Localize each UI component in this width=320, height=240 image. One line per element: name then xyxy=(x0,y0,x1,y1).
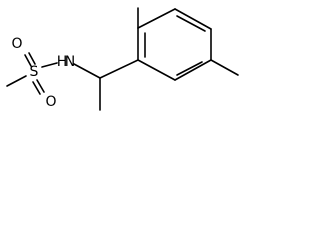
bond-sulfur-to-nitrogen xyxy=(41,62,58,68)
ring-bond-2 xyxy=(137,8,176,29)
ring-inner-bond-right-top xyxy=(176,15,206,32)
bond-sulfur-to-oxygen-top-a xyxy=(24,54,32,67)
oxygen-bottom-atom-label: O xyxy=(45,94,56,110)
bond-nitrogen-to-ch xyxy=(73,63,101,79)
oxygen-top-atom-label: O xyxy=(11,36,22,52)
bond-ch-to-ring xyxy=(99,59,139,79)
bond-sulfur-to-oxygen-top-b xyxy=(28,52,36,65)
bond-sulfur-to-oxygen-bottom-a xyxy=(32,81,41,95)
ring-inner-bond-bottom xyxy=(176,61,203,76)
structure-canvas: S O O N H xyxy=(0,0,250,128)
nitrogen-hydrogen-label: H xyxy=(57,54,68,70)
ring-bond-5 xyxy=(174,59,212,81)
nitrogen-atom-label: N xyxy=(65,54,75,70)
sulfur-atom-label: S xyxy=(30,64,39,80)
bond-sulfur-to-oxygen-bottom-b xyxy=(36,79,45,93)
bond-ring-methyl-right xyxy=(210,59,239,76)
molecule-diagram: S O O N H xyxy=(6,7,239,111)
ring-bond-3 xyxy=(174,8,212,30)
bond-methyl-to-sulfur xyxy=(6,75,27,87)
ring-bond-6 xyxy=(137,59,176,81)
